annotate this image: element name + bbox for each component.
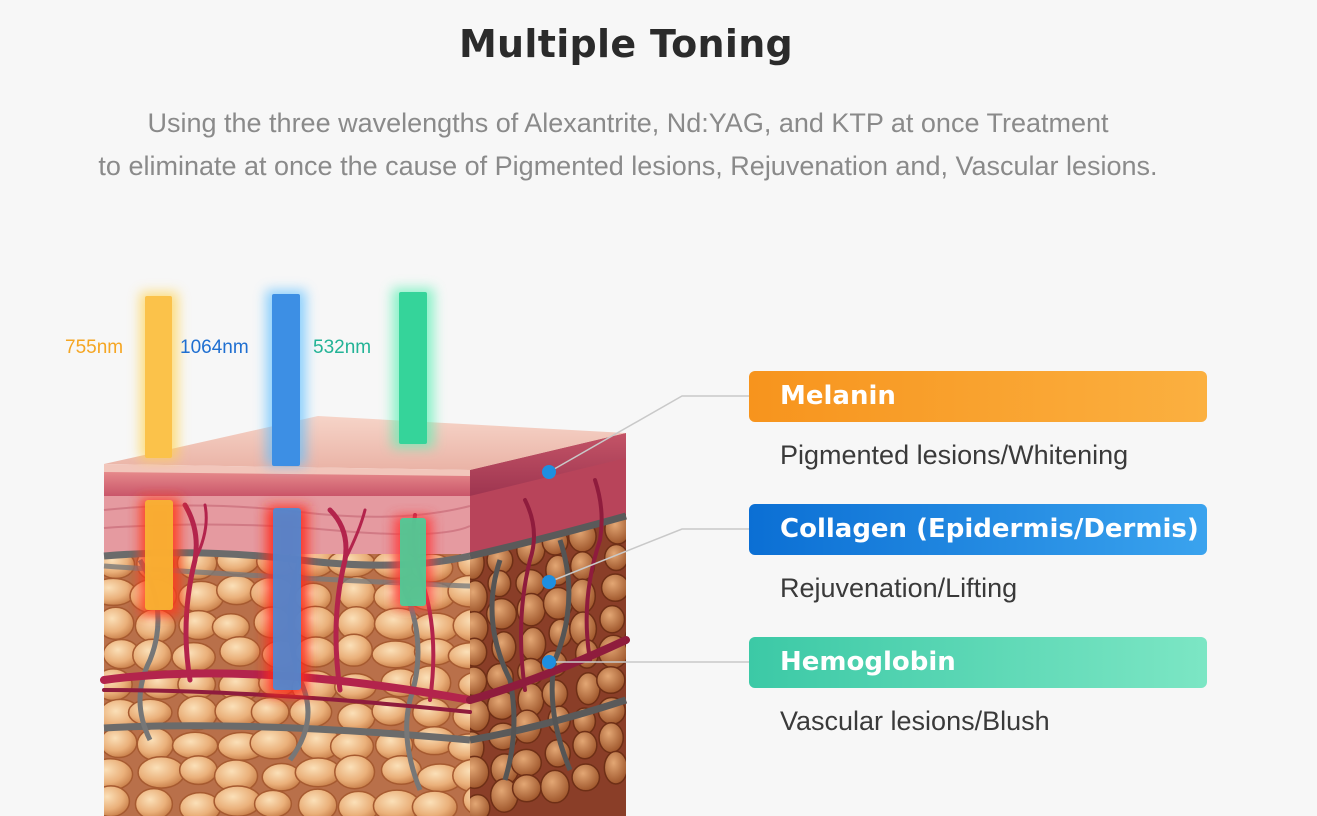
wavelength-label-1064: 1064nm <box>180 337 249 358</box>
subtitle-line-1: Using the three wavelengths of Alexantri… <box>147 108 1109 138</box>
page-title: Multiple Toning <box>458 22 794 66</box>
wavelength-label-755: 755nm <box>65 337 124 358</box>
marker-dot-melanin <box>542 465 556 479</box>
beam-532-in-skin <box>400 518 426 606</box>
desc-hemoglobin: Vascular lesions/Blush <box>780 706 1050 736</box>
subtitle-line-2: to eliminate at once the cause of Pigmen… <box>98 151 1158 181</box>
wavelength-label-532: 532nm <box>313 337 372 358</box>
beam-755-in-skin <box>145 500 173 610</box>
leader-line-collagen <box>548 528 749 583</box>
badge-collagen: Collagen (Epidermis/Dermis) <box>749 504 1207 555</box>
beam-1064 <box>272 294 300 466</box>
desc-collagen: Rejuvenation/Lifting <box>780 573 1018 603</box>
beam-532 <box>399 292 427 444</box>
desc-melanin: Pigmented lesions/Whitening <box>780 440 1129 470</box>
badge-melanin: Melanin <box>749 371 1207 422</box>
page-subtitle: Using the three wavelengths of Alexantri… <box>0 102 1256 188</box>
beam-1064-in-skin <box>273 508 301 690</box>
marker-dot-collagen <box>542 575 556 589</box>
skin-surface <box>104 416 626 470</box>
badge-hemoglobin: Hemoglobin <box>749 637 1207 688</box>
marker-dot-hemoglobin <box>542 655 556 669</box>
leader-line-melanin <box>548 395 749 473</box>
beam-755 <box>145 296 172 458</box>
